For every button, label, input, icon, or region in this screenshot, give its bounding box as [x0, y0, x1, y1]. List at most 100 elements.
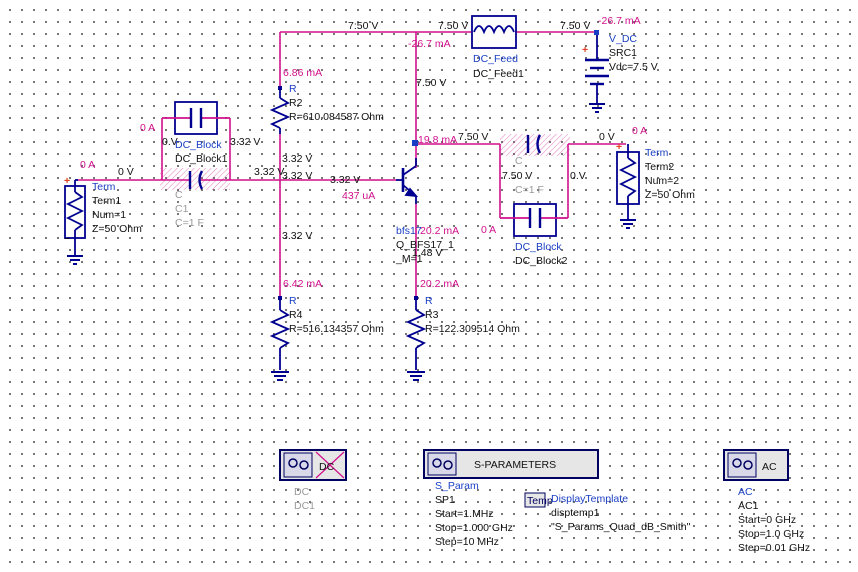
v-left-blk: 3.32 V: [230, 136, 260, 148]
pin-markers: [278, 30, 599, 300]
bjt-model: bfs17: [396, 225, 422, 237]
gear-icon: [443, 460, 453, 470]
dcblock1[interactable]: [162, 101, 230, 135]
voltage-labels: 7:50 V 7.50 V 7.50 V 7.50 V 7.50 V 7.50 …: [118, 20, 615, 259]
temp-icon: Temp: [527, 495, 553, 507]
ac-label: AC: [762, 461, 777, 473]
i-base: 437 uA: [342, 190, 375, 202]
i-feed: -26.7 mA: [408, 38, 451, 50]
ac-controller[interactable]: AC: [723, 449, 789, 481]
bjt-m: _M=1: [395, 253, 423, 265]
vdc-value: Vdc=7.5 V: [609, 61, 658, 73]
v-top-left: 7:50 V: [348, 20, 378, 32]
c1-capacitor[interactable]: [160, 168, 230, 190]
v-c-right: 7.50 V: [458, 131, 488, 143]
sparam-name: SP1: [435, 494, 455, 506]
i-vdc: -26.7 mA: [598, 15, 641, 27]
i-collector: 19.8 mA: [418, 134, 457, 146]
bjt-transistor[interactable]: [396, 158, 419, 204]
v-out: 0 V: [599, 131, 615, 143]
r4-resistor[interactable]: [269, 298, 291, 381]
i-dcblock1: 0 A: [140, 122, 155, 134]
ac-type: AC: [738, 486, 753, 498]
i-term2: 0 A: [632, 125, 647, 137]
term2-port[interactable]: [616, 144, 640, 229]
v-c-right2: 7.50 V: [502, 170, 532, 182]
c1-value: C=1 F: [175, 217, 204, 229]
term2-type: Term: [645, 147, 669, 159]
vdc-type: V_DC: [609, 33, 637, 45]
v-base-e: 3.32 V: [282, 230, 312, 242]
r2-value: R=610.084587 Ohm: [289, 111, 384, 123]
term1-plus-sign: +: [64, 175, 70, 187]
ac-name: AC1: [738, 500, 759, 512]
sparam-start: Start=1.MHz: [435, 508, 494, 520]
term1-name: Term1: [92, 195, 121, 207]
i-r4: 6.42 mA: [283, 278, 322, 290]
c2-type: C: [515, 155, 523, 167]
term1-num: Num=1: [92, 209, 126, 221]
ac-step: Step=0.01 GHz: [738, 542, 810, 554]
i-r3: 20.2 mA: [420, 278, 459, 290]
dc-controller[interactable]: DC: [279, 449, 347, 481]
dcblock2[interactable]: [500, 203, 568, 237]
i-dcblock2: 0 A: [481, 224, 496, 236]
vdc-name: SRC1: [609, 47, 637, 59]
dcblock1-name: DC_Block1: [175, 153, 228, 165]
term1-type: Term: [92, 181, 116, 193]
c2-capacitor[interactable]: [500, 134, 570, 156]
current-labels: -26.7 mA -26.7 mA 6.86 mA 6.42 mA 437 uA…: [80, 15, 647, 290]
r3-name: R3: [425, 309, 439, 321]
gear-icon: [432, 458, 442, 468]
dc-type: DC: [294, 486, 310, 498]
sparam-controller[interactable]: S-PARAMETERS: [423, 449, 599, 479]
r4-value: R=516.134357 Ohm: [289, 323, 384, 335]
dc-name: DC1: [294, 500, 315, 512]
dcfeed-inductor[interactable]: [471, 15, 517, 49]
term1-minus-sign: −: [64, 233, 70, 245]
term2-num: Num=2: [645, 175, 679, 187]
r3-type: R: [425, 295, 433, 307]
dcblock1-type: DC_Block: [175, 139, 222, 151]
i-r2: 6.86 mA: [283, 67, 322, 79]
sparam-stop: Stop=1.000 GHz: [435, 522, 513, 534]
bjt-name: Q_BFS17_1: [396, 239, 454, 251]
gear-icon: [288, 458, 298, 468]
v-top-right: 7.50 V: [560, 20, 590, 32]
term2-plus-sign: +: [616, 141, 622, 153]
r4-name: R4: [289, 309, 303, 321]
term1-z: Z=50 Ohm: [92, 223, 142, 235]
dcfeed-type: DC_Feed: [473, 53, 518, 65]
v-base-d: 3.32 V: [330, 174, 360, 186]
sparam-type: S_Param: [435, 480, 479, 492]
v-top-mid: 7.50 V: [438, 20, 468, 32]
wires: [78, 31, 626, 298]
v-base-a: 3.32 V: [282, 153, 312, 165]
r3-resistor[interactable]: [405, 298, 427, 381]
i-emitter: 20.2 mA: [420, 225, 459, 237]
v-emitter: 1.48 V: [412, 247, 442, 259]
c1-type: C: [175, 189, 183, 201]
gear-icon: [732, 458, 742, 468]
dcblock2-name: DC_Block2: [515, 255, 568, 267]
dcblock2-type: DC_Block: [515, 241, 562, 253]
vdc-source[interactable]: [585, 32, 609, 113]
r2-resistor[interactable]: [269, 86, 291, 134]
i-term1: 0 A: [80, 159, 95, 171]
term2-name: Term2: [645, 161, 674, 173]
v-base-b: 3.32 V: [254, 166, 284, 178]
gear-icon: [299, 460, 309, 470]
v-collector: 7.50 V: [416, 77, 446, 89]
display-template[interactable]: Temp: [524, 492, 553, 508]
r3-value: R=122.309514 Ohm: [425, 323, 520, 335]
dc-label: DC: [319, 461, 335, 473]
display-type: DisplayTemplate: [551, 493, 628, 505]
dcfeed-name: DC_Feed1: [473, 68, 524, 80]
vdc-plus-sign: +: [582, 44, 588, 56]
term1-port[interactable]: [64, 179, 86, 265]
term2-z: Z=50 Ohm: [645, 189, 695, 201]
ac-start: Start=0 GHz: [738, 514, 796, 526]
r4-type: R: [289, 295, 297, 307]
